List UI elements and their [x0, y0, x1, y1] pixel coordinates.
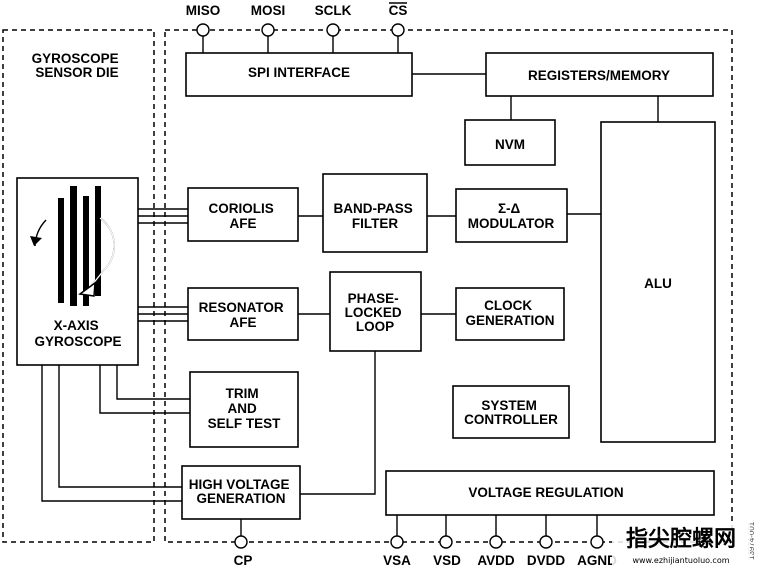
sensor-die-boundary: [2, 29, 155, 543]
svg-text:CP: CP: [234, 553, 253, 568]
svg-text:SYSTEM CONTROLLER: SYSTEM CONTROLLER: [464, 398, 558, 427]
pin-sclk[interactable]: SCLK: [315, 3, 352, 53]
svg-text:REGISTERS/MEMORY: REGISTERS/MEMORY: [528, 68, 670, 83]
svg-text:HIGH VOLTAGE GENERATION: HIGH VOLTAGE GENERATION: [189, 477, 294, 506]
svg-text:Σ-Δ MODULATOR: Σ-Δ MODULATOR: [468, 201, 555, 231]
pin-vsd[interactable]: VSD: [433, 515, 461, 568]
svg-text:PHASE- LOCKED LOOP: PHASE- LOCKED LOOP: [345, 291, 406, 334]
svg-text:CS: CS: [389, 3, 408, 18]
figure-code: 13974-001: [747, 521, 756, 560]
coriolis-afe-block: CORIOLIS AFE: [187, 187, 299, 242]
svg-text:SCLK: SCLK: [315, 3, 352, 18]
trim-self-test-block: TRIM AND SELF TEST: [189, 371, 299, 448]
svg-text:www.ezhijiantuoluo.com: www.ezhijiantuoluo.com: [632, 556, 729, 565]
svg-text:指尖腔螺网: 指尖腔螺网: [626, 526, 736, 552]
svg-text:DVDD: DVDD: [527, 553, 566, 568]
svg-text:X-AXIS GYROSCOPE: X-AXIS GYROSCOPE: [34, 318, 121, 349]
svg-text:VSD: VSD: [433, 553, 461, 568]
svg-text:SPI INTERFACE: SPI INTERFACE: [248, 65, 350, 80]
nvm-block: NVM: [464, 119, 556, 166]
pin-vsa[interactable]: VSA: [383, 515, 411, 568]
registers-memory-block: REGISTERS/MEMORY: [485, 52, 714, 97]
die-label: GYROSCOPE SENSOR DIE: [32, 51, 123, 80]
pin-cp[interactable]: CP: [234, 519, 253, 568]
clock-generation-block: CLOCK GENERATION: [455, 287, 565, 341]
high-voltage-generation-block: HIGH VOLTAGE GENERATION: [181, 465, 301, 520]
spi-interface-block: SPI INTERFACE: [185, 52, 413, 97]
svg-text:MISO: MISO: [186, 3, 221, 18]
resonator-afe-block: RESONATOR AFE: [187, 287, 299, 341]
alu-block: ALU: [600, 121, 716, 443]
svg-text:BAND-PASS FILTER: BAND-PASS FILTER: [333, 201, 416, 231]
pin-cs[interactable]: CS: [389, 2, 408, 53]
pin-mosi[interactable]: MOSI: [251, 3, 286, 53]
svg-text:AVDD: AVDD: [477, 553, 515, 568]
svg-text:RESONATOR AFE: RESONATOR AFE: [199, 300, 288, 330]
pin-avdd[interactable]: AVDD: [477, 515, 515, 568]
svg-text:VOLTAGE REGULATION: VOLTAGE REGULATION: [468, 485, 623, 500]
bottom-pins: VSA VSD AVDD DVDD AGND: [383, 515, 617, 568]
system-controller-block: SYSTEM CONTROLLER: [452, 385, 570, 439]
top-pins: MISO MOSI SCLK CS: [186, 2, 408, 53]
pin-dvdd[interactable]: DVDD: [527, 515, 566, 568]
pin-miso[interactable]: MISO: [186, 3, 221, 53]
pin-agnd[interactable]: AGND: [577, 515, 617, 568]
svg-text:ALU: ALU: [644, 276, 672, 291]
x-axis-gyroscope-block: X-AXIS GYROSCOPE: [16, 177, 139, 366]
svg-text:CORIOLIS AFE: CORIOLIS AFE: [208, 201, 277, 231]
phase-locked-loop-block: PHASE- LOCKED LOOP: [329, 271, 422, 352]
svg-text:VSA: VSA: [383, 553, 411, 568]
band-pass-filter-block: BAND-PASS FILTER: [322, 173, 428, 253]
voltage-regulation-block: VOLTAGE REGULATION: [385, 470, 715, 516]
svg-text:MOSI: MOSI: [251, 3, 286, 18]
gyroscope-symbol: [30, 186, 115, 306]
sigma-delta-modulator-block: Σ-Δ MODULATOR: [455, 188, 568, 243]
svg-text:TRIM AND SELF TEST: TRIM AND SELF TEST: [208, 386, 282, 431]
svg-text:NVM: NVM: [495, 137, 525, 152]
watermark: 指尖腔螺网 www.ezhijiantuoluo.com: [612, 522, 750, 570]
svg-text:CLOCK GENERATION: CLOCK GENERATION: [465, 298, 554, 328]
svg-text:AGND: AGND: [577, 553, 617, 568]
